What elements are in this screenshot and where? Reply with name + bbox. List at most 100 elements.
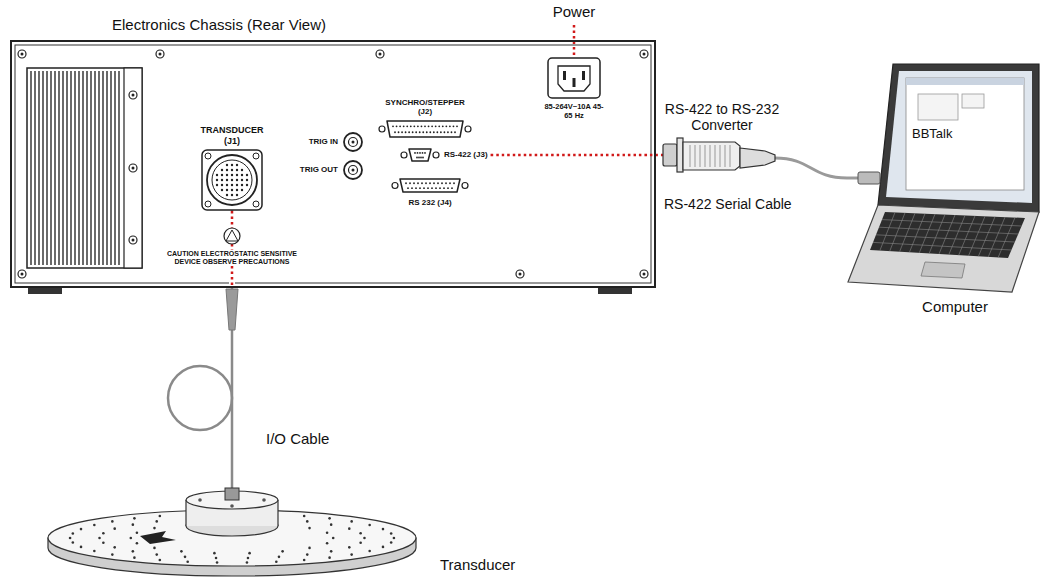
mounting-hole (93, 524, 96, 527)
screw-center (132, 167, 135, 170)
mounting-hole (382, 528, 385, 531)
connector-pin (236, 169, 238, 171)
hub-bolt (262, 498, 266, 502)
connector-pin (231, 169, 233, 171)
mounting-hole (278, 556, 281, 559)
connector-pin (221, 169, 223, 171)
dsub-pin (421, 182, 423, 184)
dsub-screw (465, 126, 471, 132)
converter-rib (725, 145, 726, 167)
screw (156, 50, 164, 58)
connector-pin (246, 184, 248, 186)
node-text: TRIG IN (309, 137, 338, 146)
mounting-hole (246, 561, 249, 564)
flange-screw (205, 201, 211, 207)
connector-pin (231, 189, 233, 191)
dsub-pin (447, 131, 449, 133)
dsub-screw (379, 126, 385, 132)
dsub-pin (419, 131, 421, 133)
mounting-hole (155, 520, 158, 523)
dsub-pin (440, 131, 442, 133)
dsub-pin (424, 152, 426, 154)
dsub-pin (431, 125, 433, 127)
connector-shell (207, 155, 257, 205)
heatsink-fin (74, 71, 76, 265)
dsub-connector: RS 232 (J4) (391, 178, 469, 193)
connector-flange (202, 150, 262, 210)
dsub-pin (441, 182, 443, 184)
orientation-mark (140, 531, 176, 544)
mounting-hole (159, 559, 162, 562)
connector-pin (231, 174, 233, 176)
mounting-hole (332, 537, 335, 540)
mounting-hole (308, 547, 311, 550)
laptop-base (848, 205, 1039, 292)
screw-center (21, 53, 24, 56)
key-column (978, 217, 995, 257)
screw-center (643, 53, 646, 56)
dsub-pin (436, 131, 438, 133)
heatsink-fin (34, 71, 36, 265)
power-inlet-art (548, 58, 600, 98)
dsub-pin (443, 187, 445, 189)
bnc-shell (344, 161, 362, 179)
mounting-hole (102, 532, 105, 535)
laptop-lid (878, 64, 1039, 212)
converter-tail (740, 148, 775, 168)
dsub-pin (410, 125, 412, 127)
mounting-hole (393, 537, 396, 540)
mounting-hole (306, 520, 309, 523)
mounting-hole (326, 531, 329, 534)
node-text: 85-264V~10A 45-65 Hz (541, 103, 607, 120)
mounting-hole (350, 520, 353, 523)
mounting-hole (130, 537, 133, 540)
screw (376, 50, 384, 58)
converter-flange (677, 138, 683, 172)
connector-pin (236, 189, 238, 191)
dsub-pin (418, 157, 420, 159)
serial-converter-drawing (663, 138, 775, 172)
mounting-hole (186, 560, 189, 563)
heatsink-fin (54, 71, 56, 265)
heatsink-fin (118, 71, 120, 265)
mounting-hole (215, 557, 218, 560)
app-titlebar (906, 78, 1024, 85)
screw-center (21, 273, 24, 276)
mounting-hole (155, 553, 158, 556)
dsub-connector-art (379, 121, 471, 137)
mounting-hole (136, 542, 139, 545)
app-dialog (962, 94, 984, 108)
serial-converter-art (663, 138, 775, 172)
connector-pin (246, 179, 248, 181)
inlet-pin (582, 71, 585, 80)
dsub-pin (413, 182, 415, 184)
dsub-pin (437, 182, 439, 184)
connector-pin (226, 169, 228, 171)
chassis-foot (28, 288, 62, 294)
connector-pin (236, 184, 238, 186)
mounting-hole (132, 550, 135, 553)
connector-pin (241, 184, 243, 186)
dsub-pin (398, 131, 400, 133)
dsub-screw (401, 152, 407, 158)
mounting-hole (133, 556, 136, 559)
heatsink-fin (50, 71, 52, 265)
dsub-pin (405, 182, 407, 184)
dsub-pin (454, 131, 456, 133)
bnc-connector-art (344, 161, 362, 179)
converter-rib (720, 145, 721, 167)
dsub-pin (419, 187, 421, 189)
dsub-pin (392, 125, 394, 127)
heatsink-fin (102, 71, 104, 265)
mounting-hole (111, 553, 114, 556)
connector-pin (231, 194, 233, 196)
dsub-pin (405, 131, 407, 133)
serial-link (491, 154, 663, 157)
dsub-pin (422, 131, 424, 133)
connector-pin (226, 164, 228, 166)
strain-relief (226, 289, 238, 330)
heatsink-fin (86, 71, 88, 265)
dsub-pin (431, 187, 433, 189)
mounting-hole (382, 546, 385, 549)
connector-pin (226, 179, 228, 181)
